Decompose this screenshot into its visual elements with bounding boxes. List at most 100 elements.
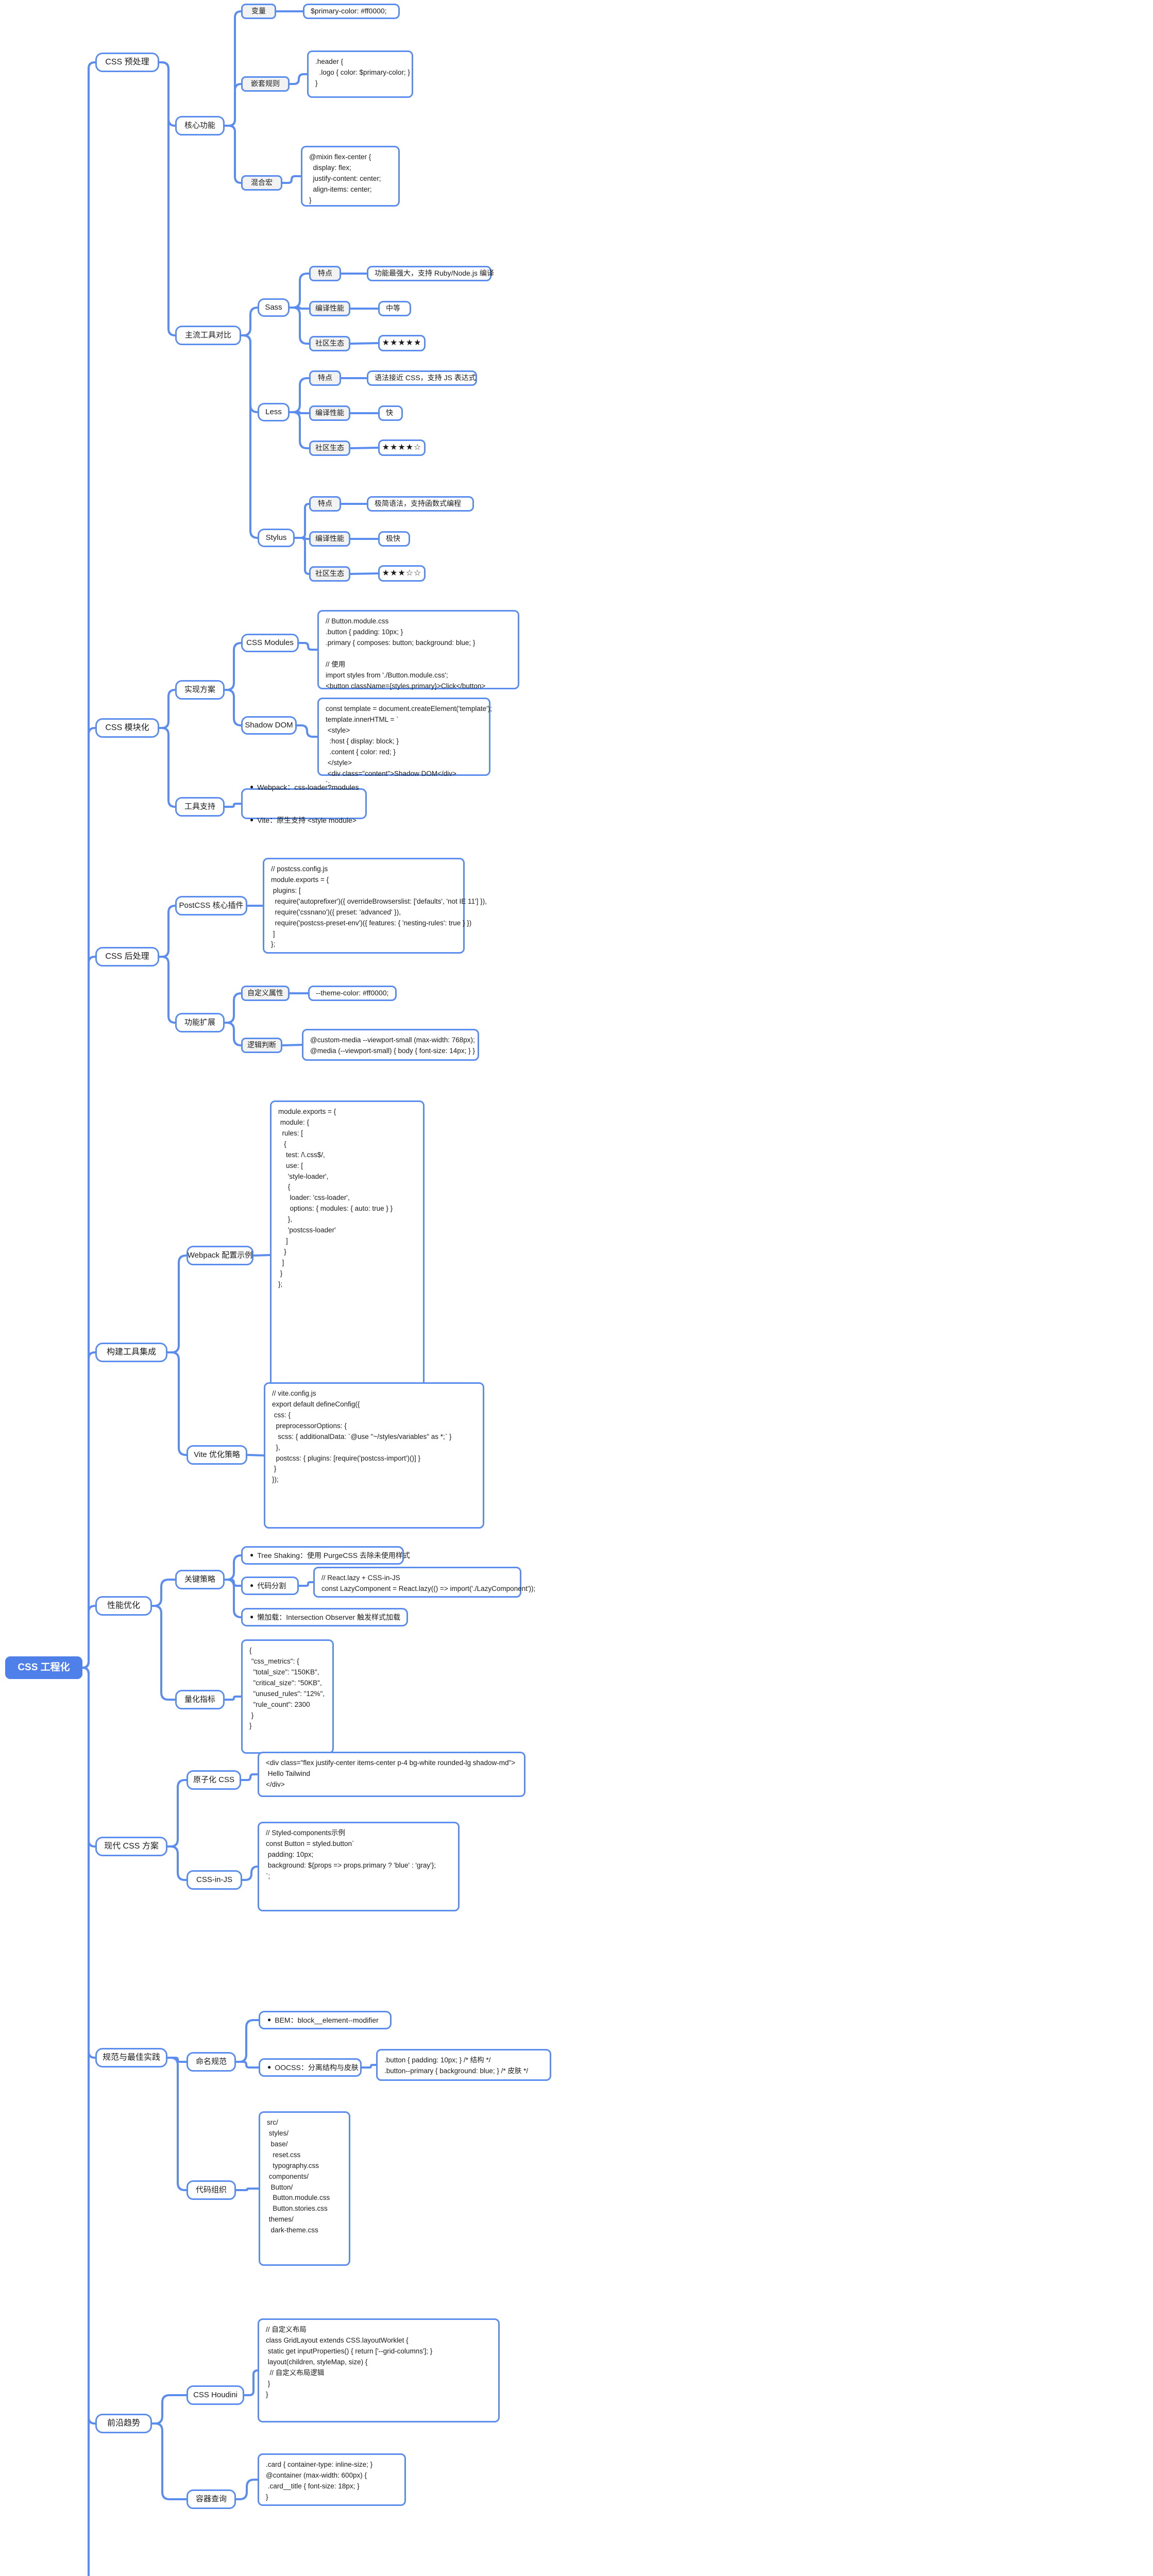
branch-performance[interactable]: 性能优化 [95,1596,152,1616]
topic-css-in-js[interactable]: CSS-in-JS [186,1870,242,1890]
topic-less[interactable]: Less [258,403,290,421]
leaf-container-query-code[interactable]: .card { container-type: inline-size; } @… [258,2453,406,2506]
leaf-code-organization-tree[interactable]: src/ styles/ base/ reset.css typography.… [259,2111,350,2266]
leaf-lazy-loading[interactable]: ●懒加载：Intersection Observer 触发样式加载 [241,1608,408,1626]
leaf-oocss-code[interactable]: .button { padding: 10px; } /* 结构 */ .but… [376,2049,551,2081]
leaf-mixin-code[interactable]: @mixin flex-center { display: flex; just… [301,146,400,207]
branch-label: CSS 预处理 [105,57,149,66]
sub-less-features[interactable]: 特点 [309,370,341,386]
branch-css-preprocess[interactable]: CSS 预处理 [95,53,159,72]
topic-vite-strategy[interactable]: Vite 优化策略 [186,1445,247,1465]
topic-impl-solutions[interactable]: 实现方案 [175,680,225,700]
bullet-dot: ● [250,1581,254,1589]
sub-stylus-community[interactable]: 社区生态 [309,566,350,582]
sub-sass-features[interactable]: 特点 [309,266,341,281]
leaf-postcss-config-code[interactable]: // postcss.config.js module.exports = { … [263,858,487,954]
sub-stylus-perf[interactable]: 编译性能 [309,531,350,547]
topic-naming-convention[interactable]: 命名规范 [186,2052,236,2072]
leaf-less-community-rating[interactable]: ★★★★☆ [378,439,426,456]
topic-core-features[interactable]: 核心功能 [175,116,225,135]
branch-modern-css[interactable]: 现代 CSS 方案 [95,1837,167,1856]
sub-mixin[interactable]: 混合宏 [241,175,282,191]
sub-less-community[interactable]: 社区生态 [309,440,350,456]
bullet-dot: ● [250,783,254,790]
sub-nesting-rules[interactable]: 嵌套规则 [241,76,290,92]
topic-css-modules[interactable]: CSS Modules [241,634,299,652]
leaf-css-houdini-code[interactable]: // 自定义布局 class GridLayout extends CSS.la… [258,2318,500,2422]
bullet-dot: ● [250,816,254,823]
list-item: ●Webpack：css-loader?modules [250,783,359,791]
topic-postcss-core-plugins[interactable]: PostCSS 核心插件 [175,896,247,916]
bullet-list: ●OOCSS：分离结构与皮肤 [267,2041,359,2094]
sub-sass-community[interactable]: 社区生态 [309,336,350,351]
leaf-bem-naming[interactable]: ●BEM：block__element--modifier [259,2011,392,2029]
bullet-dot: ● [250,1613,254,1620]
leaf-custom-properties-code[interactable]: --theme-color: #ff0000; [308,986,397,1001]
list-item: ●懒加载：Intersection Observer 触发样式加载 [250,1613,400,1621]
topic-container-query[interactable]: 容器查询 [186,2489,236,2509]
topic-code-organization[interactable]: 代码组织 [186,2180,236,2200]
leaf-stylus-features[interactable]: 极简语法，支持函数式编程 [367,496,474,512]
sub-oocss-naming[interactable]: ●OOCSS：分离结构与皮肤 [259,2058,362,2077]
sub-custom-properties[interactable]: 自定义属性 [241,986,290,1001]
sub-logical-conditions[interactable]: 逻辑判断 [241,1038,282,1053]
leaf-css-in-js-code[interactable]: // Styled-components示例 const Button = st… [258,1822,460,1911]
leaf-logical-conditions-code[interactable]: @custom-media --viewport-small (max-widt… [302,1029,479,1061]
topic-tool-support[interactable]: 工具支持 [175,797,225,817]
leaf-less-perf[interactable]: 快 [378,405,403,421]
bullet-list: ●Webpack：css-loader?modules ●Vite：原生支持 <… [250,760,359,847]
leaf-tool-support-bullets[interactable]: ●Webpack：css-loader?modules ●Vite：原生支持 <… [241,783,367,824]
list-item: ●OOCSS：分离结构与皮肤 [267,2063,359,2072]
leaf-code-splitting-code[interactable]: // React.lazy + CSS-in-JS const LazyComp… [313,1567,535,1598]
sub-variable[interactable]: 变量 [241,4,276,19]
bullet-list: ●BEM：block__element--modifier [267,1993,379,2047]
branch-css-postprocess[interactable]: CSS 后处理 [95,947,159,967]
bullet-dot: ● [267,2063,272,2071]
topic-webpack-config[interactable]: Webpack 配置示例 [186,1246,253,1265]
sub-less-perf[interactable]: 编译性能 [309,405,350,421]
branch-build-tools[interactable]: 构建工具集成 [95,1343,167,1362]
root-node[interactable]: CSS 工程化 [5,1656,82,1679]
bullet-list: ●Tree Shaking：使用 PurgeCSS 去除未使用样式 [250,1529,410,1582]
topic-css-houdini[interactable]: CSS Houdini [186,2385,244,2405]
branch-best-practices[interactable]: 规范与最佳实践 [95,2048,167,2067]
leaf-stylus-community-rating[interactable]: ★★★☆☆ [378,565,426,582]
leaf-css-modules-code[interactable]: // Button.module.css .button { padding: … [317,610,519,690]
topic-stylus[interactable]: Stylus [258,529,295,547]
sub-sass-perf[interactable]: 编译性能 [309,301,350,316]
list-item: ●Tree Shaking：使用 PurgeCSS 去除未使用样式 [250,1551,410,1560]
topic-atomic-css[interactable]: 原子化 CSS [186,1770,241,1790]
leaf-variable-code[interactable]: $primary-color: #ff0000; [303,4,400,19]
leaf-stylus-perf[interactable]: 极快 [378,531,410,547]
topic-tool-compare[interactable]: 主流工具对比 [175,326,241,345]
leaf-vite-config-code[interactable]: // vite.config.js export default defineC… [264,1382,484,1529]
bullet-list: ●代码分割 [250,1559,286,1613]
topic-shadow-dom[interactable]: Shadow DOM [241,716,297,735]
branch-css-modular[interactable]: CSS 模块化 [95,718,159,738]
bullet-dot: ● [267,2015,272,2023]
topic-sass[interactable]: Sass [258,298,290,317]
leaf-sass-features[interactable]: 功能最强大，支持 Ruby/Node.js 编译 [367,266,494,281]
leaf-shadow-dom-code[interactable]: const template = document.createElement(… [317,698,492,788]
topic-label: 核心功能 [184,121,215,130]
leaf-tree-shaking[interactable]: ●Tree Shaking：使用 PurgeCSS 去除未使用样式 [241,1546,410,1565]
leaf-atomic-css-code[interactable]: <div class="flex justify-center items-ce… [258,1752,525,1797]
list-item: ●BEM：block__element--modifier [267,2015,379,2024]
topic-feature-extension[interactable]: 功能扩展 [175,1013,225,1032]
branch-trends[interactable]: 前沿趋势 [95,2414,152,2433]
leaf-sass-community-rating[interactable]: ★★★★★ [378,335,426,351]
sub-stylus-features[interactable]: 特点 [309,496,341,512]
bullet-dot: ● [250,1551,254,1558]
leaf-less-features[interactable]: 语法接近 CSS，支持 JS 表达式 [367,370,477,386]
bullet-list: ●懒加载：Intersection Observer 触发样式加载 [250,1590,400,1644]
leaf-metrics-code[interactable]: { "css_metrics": { "total_size": "150KB"… [241,1639,334,1754]
topic-metrics[interactable]: 量化指标 [175,1690,225,1709]
list-item: ●Vite：原生支持 <style module> [250,816,357,824]
leaf-webpack-config-code[interactable]: module.exports = { module: { rules: [ { … [270,1100,425,1410]
list-item: ●代码分割 [250,1581,286,1590]
leaf-nesting-code[interactable]: .header { .logo { color: $primary-color;… [307,50,413,98]
leaf-sass-perf[interactable]: 中等 [378,301,411,316]
topic-key-strategy[interactable]: 关键策略 [175,1570,225,1589]
